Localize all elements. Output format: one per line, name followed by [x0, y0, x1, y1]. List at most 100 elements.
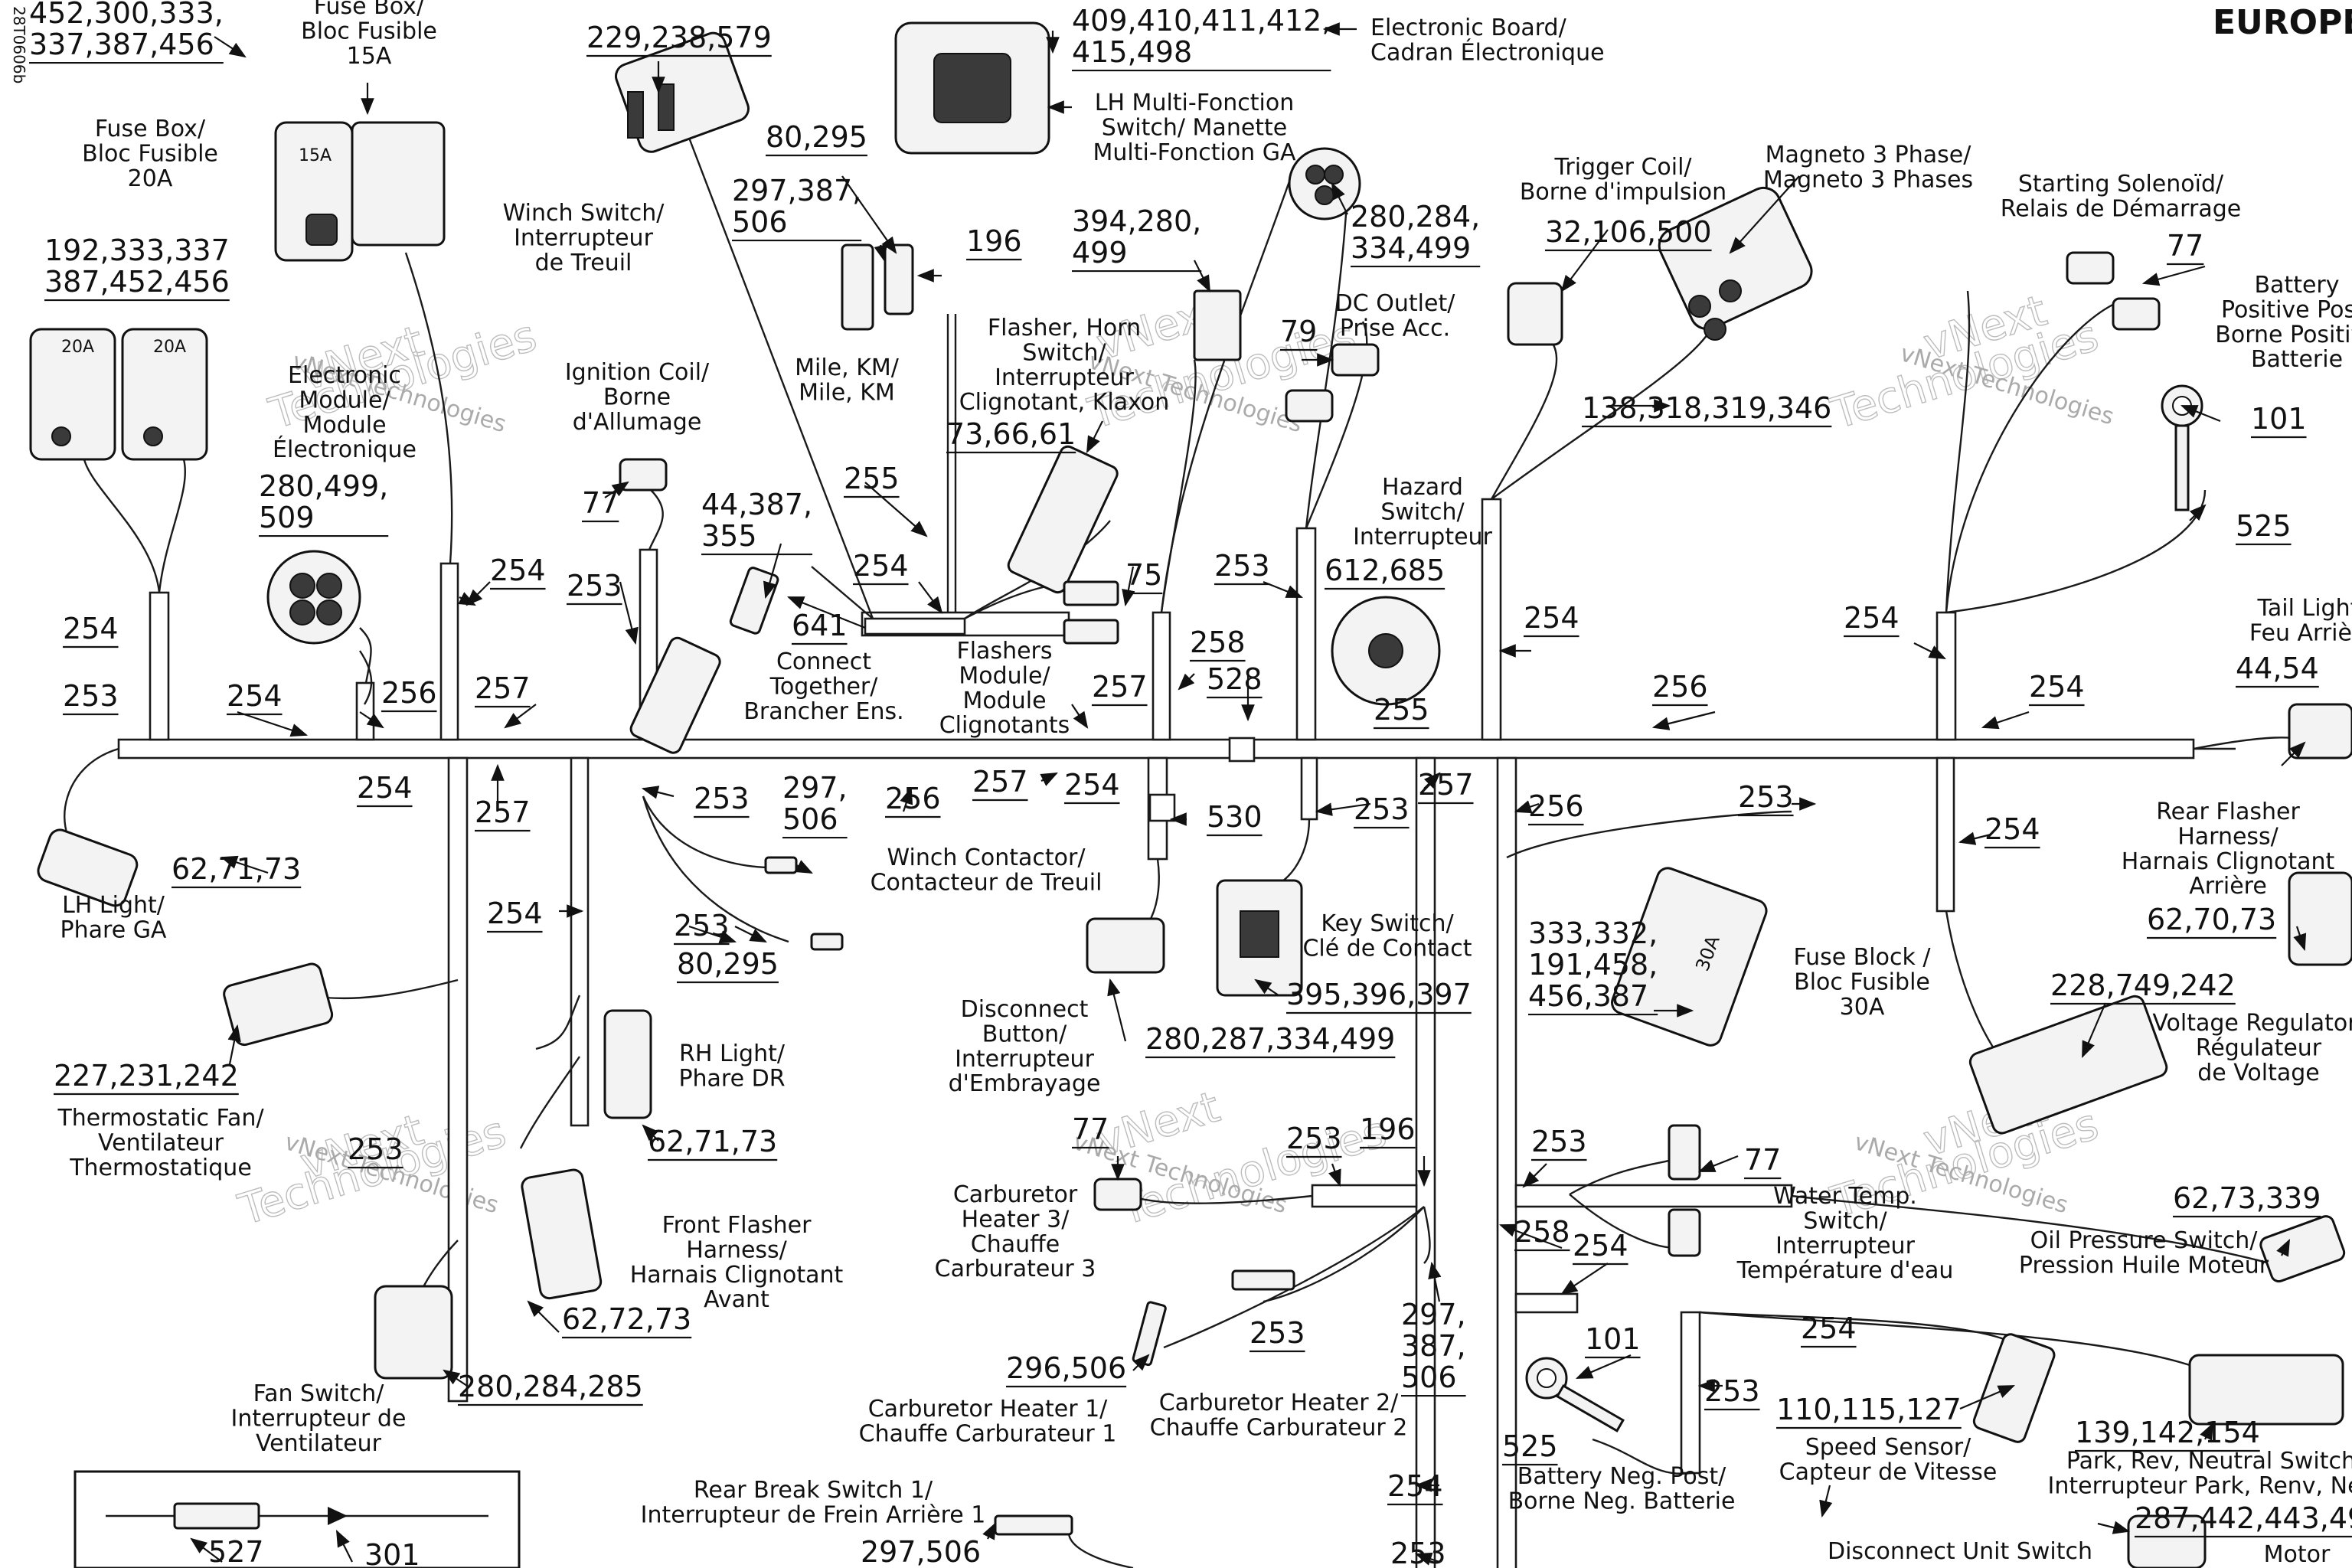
water-temp-connector: [1668, 1124, 1701, 1257]
part-ref: 257: [972, 765, 1028, 799]
key-switch: [1216, 879, 1303, 997]
part-ref: 297,387,506: [1401, 1298, 1466, 1394]
part-ref: 196: [966, 224, 1022, 258]
trunk-branch: [1680, 1311, 1701, 1475]
part-ref: 254: [1064, 768, 1120, 802]
part-ref: 253: [694, 782, 750, 815]
trunk-branch: [149, 591, 170, 741]
part-ref: 525: [1502, 1429, 1558, 1463]
trigger-coil-connector: [1507, 282, 1563, 346]
label-battery-negative: Battery Neg. Post/Borne Neg. Batterie: [1508, 1463, 1736, 1514]
part-ref: 256: [1528, 789, 1584, 823]
carb-heater-1-sleeve: [1132, 1301, 1167, 1367]
multi-connector-280-284: [1288, 147, 1361, 220]
part-ref: 253: [1354, 792, 1410, 826]
part-ref: 254: [490, 554, 546, 587]
thermostatic-fan-connector: [223, 962, 334, 1047]
part-ref: 253: [1286, 1122, 1342, 1155]
lh-light-connector: [37, 828, 139, 907]
part-ref: 257: [475, 795, 531, 829]
trunk-branch: [439, 562, 459, 741]
part-ref: 62,71,73: [648, 1125, 777, 1158]
part-ref: 452,300,333,337,387,456: [29, 0, 224, 61]
part-ref: 253: [1214, 549, 1270, 583]
harness-trunks: [117, 498, 2195, 1568]
part-ref: 301: [364, 1538, 420, 1568]
svg-text:15A: 15A: [299, 146, 332, 165]
components: 15A 20A 20A: [29, 21, 2352, 1568]
carb-heater-3-connector: [1093, 1178, 1142, 1211]
part-ref: 525: [2236, 509, 2292, 543]
connect-together-plug: [629, 636, 721, 754]
part-ref: 256: [1652, 670, 1708, 704]
part-ref: 101: [2251, 402, 2307, 436]
part-ref: 257: [475, 671, 531, 705]
part-ref: 254: [357, 771, 413, 805]
label-magneto: Magneto 3 Phase/Magneto 3 Phases: [1763, 142, 1973, 193]
flashers-module-connector: [1063, 580, 1119, 645]
part-ref: 101: [1585, 1322, 1641, 1356]
electronic-board-connector: [894, 21, 1050, 155]
part-ref: 77: [2167, 229, 2203, 263]
leader-lines: [190, 22, 2307, 1566]
disconnect-button-connector: [1086, 917, 1165, 974]
part-ref: 280,499,509: [259, 469, 388, 534]
part-ref: 280,287,334,499: [1145, 1022, 1395, 1056]
part-ref: 254: [1524, 601, 1579, 635]
ignition-coil-connector: [619, 458, 668, 492]
front-flasher-connector: [521, 1168, 603, 1300]
part-ref: 333,332,191,458,456,387: [1528, 916, 1658, 1013]
trunk-branch: [1311, 1184, 1418, 1208]
winch-contactor-connector: [764, 856, 844, 951]
hazard-switch-connector: [1331, 596, 1441, 706]
label-starting-solenoid: Starting Solenoïd/Relais de Démarrage: [2001, 171, 2241, 222]
junction-box: [1228, 737, 1256, 763]
part-numbers: 452,300,333,337,387,456 229,238,579 409,…: [29, 0, 2352, 1568]
part-ref: 253: [567, 569, 622, 603]
label-carb-heater-2: Carburetor Heater 2/Chauffe Carburateur …: [1150, 1390, 1408, 1441]
part-ref: 139,142,154: [2075, 1416, 2260, 1449]
motor-connector: [2127, 1514, 2207, 1568]
drawing-id: 28T0606b: [10, 6, 28, 83]
fan-switch-connector: [374, 1285, 453, 1380]
part-ref: 254: [1844, 601, 1900, 635]
trunk-branch: [1295, 527, 1317, 741]
part-ref: 255: [1374, 693, 1429, 727]
part-ref: 138,318,319,346: [1582, 391, 1831, 425]
flasher-horn-connector: [1007, 445, 1119, 594]
trunk-branch: [1152, 611, 1171, 741]
part-ref: 297,506: [861, 1535, 981, 1568]
part-ref: 254: [1984, 812, 2040, 846]
trunk-branch: [1514, 1184, 1793, 1208]
magneto-connector: [1658, 186, 1813, 341]
part-ref: 77: [1744, 1143, 1781, 1177]
dc-outlet-connector: [1285, 389, 1334, 423]
part-ref: 253: [63, 679, 119, 713]
battery-positive-ring: [2161, 384, 2203, 511]
rear-break-connector: [994, 1514, 1073, 1536]
part-ref: 253: [1704, 1374, 1760, 1408]
part-ref: 75: [1125, 558, 1162, 592]
part-ref: 254: [1573, 1229, 1628, 1263]
label-key-switch: Key Switch/Clé de Contact: [1302, 910, 1472, 962]
splice: [864, 617, 966, 635]
electronic-module-connector: [266, 550, 361, 645]
part-ref: 253: [1531, 1125, 1587, 1158]
park-switches-connector: [2188, 1354, 2344, 1426]
part-ref: 297,387,506: [732, 174, 861, 239]
part-ref: 409,410,411,412,415,498: [1072, 4, 1331, 69]
part-ref: 254: [227, 679, 283, 713]
